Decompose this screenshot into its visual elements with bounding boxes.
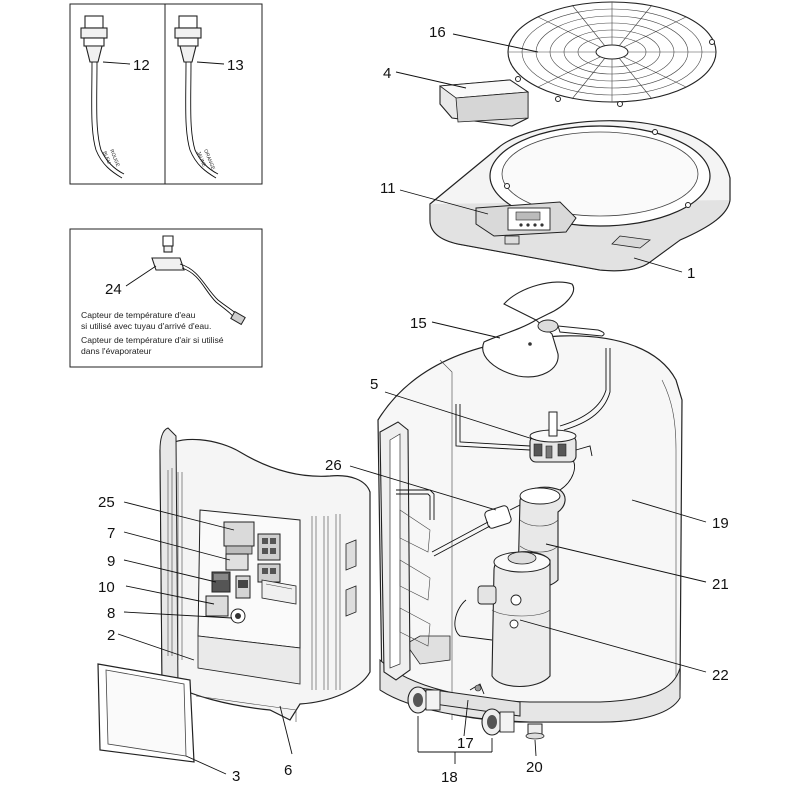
temperature-sensor-illustration (151, 235, 246, 326)
leader-19 (631, 499, 707, 523)
bracket-18 (417, 716, 493, 764)
callout-17: 17 (457, 735, 474, 752)
access-cover-panel (97, 663, 195, 763)
callout-22: 22 (712, 667, 729, 684)
leader-11 (399, 189, 489, 215)
callout-3: 3 (232, 768, 240, 785)
wire-label-bleu: BLEU (101, 151, 112, 166)
capacitor (225, 553, 249, 571)
sensor-inset-box: 24 Capteur de température d'eau si utili… (69, 228, 263, 368)
callout-8: 8 (107, 605, 115, 622)
terminal-block (257, 533, 281, 583)
leader-13 (196, 61, 225, 65)
leader-1 (633, 257, 683, 273)
callout-21: 21 (712, 576, 729, 593)
callout-13: 13 (227, 57, 244, 74)
leader-6 (279, 705, 293, 755)
fan-blade (482, 281, 605, 378)
transformer (211, 571, 251, 599)
leader-9 (123, 559, 217, 583)
callout-12: 12 (133, 57, 150, 74)
callout-5: 5 (370, 376, 378, 393)
callout-7: 7 (107, 525, 115, 542)
callout-6: 6 (284, 762, 292, 779)
sensor-caption-line2: si utilisé avec tuyau d'arrivé d'eau. (81, 321, 211, 331)
leader-4 (395, 71, 467, 89)
compressor (454, 551, 551, 687)
leader-20 (534, 739, 537, 757)
fan-guard-grille (507, 1, 717, 107)
leader-25 (123, 501, 235, 531)
callout-18: 18 (441, 769, 458, 786)
sensor-caption-line3: Capteur de température d'air si utilisé (81, 335, 224, 345)
callout-2: 2 (107, 627, 115, 644)
leader-16 (452, 33, 539, 53)
wire-label-jaune: JAUNE (195, 151, 207, 169)
control-box-lid (438, 79, 530, 127)
callout-19: 19 (712, 515, 729, 532)
callout-4: 4 (383, 65, 391, 82)
callout-10: 10 (98, 579, 115, 596)
leader-17 (463, 699, 469, 737)
top-cover (429, 120, 731, 272)
leader-2 (117, 633, 195, 661)
evaporator-side-frame (379, 421, 431, 681)
callout-20: 20 (526, 759, 543, 776)
sensor-caption-line1: Capteur de température d'eau (81, 310, 196, 320)
relay (205, 579, 297, 617)
callout-25: 25 (98, 494, 115, 511)
leader-8 (123, 611, 233, 619)
water-inlet-outlet-unions (407, 683, 521, 736)
power-switch (230, 608, 246, 624)
wire-inset-box: ROUGE BLEU ORANGE JAUNE 12 13 (69, 3, 263, 185)
leveling-foot (525, 723, 545, 740)
callout-24: 24 (105, 281, 122, 298)
callout-16: 16 (429, 24, 446, 41)
leader-5 (384, 391, 537, 441)
callout-1: 1 (687, 265, 695, 282)
callout-15: 15 (410, 315, 427, 332)
callout-26: 26 (325, 457, 342, 474)
callout-11: 11 (380, 180, 396, 197)
display-control-board (475, 201, 577, 237)
leader-22 (519, 619, 707, 673)
leader-10 (125, 585, 215, 605)
leader-12 (102, 61, 131, 65)
callout-9: 9 (107, 553, 115, 570)
leader-24 (125, 265, 157, 287)
leader-7 (123, 531, 231, 561)
leader-15 (431, 321, 501, 339)
leader-26 (349, 465, 497, 511)
leader-21 (545, 543, 707, 583)
sensor-caption-line4: dans l'évaporateur (81, 346, 152, 356)
leader-3 (185, 755, 227, 775)
fan-motor (529, 411, 593, 463)
contactor (223, 521, 255, 555)
